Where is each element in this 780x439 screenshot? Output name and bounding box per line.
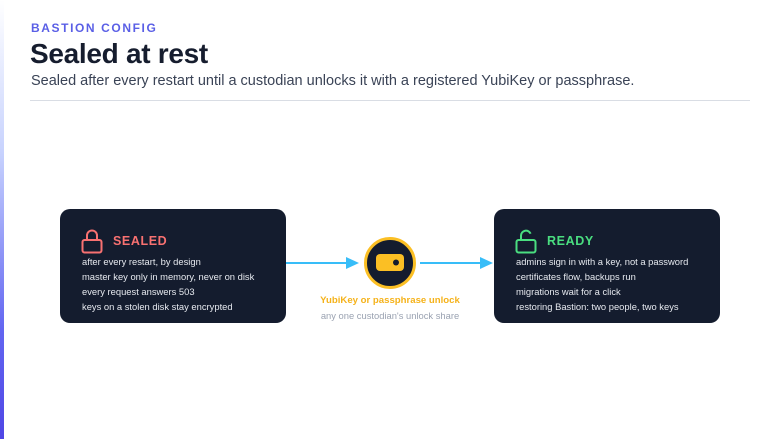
ready-detail-line: certificates flow, backups run — [516, 271, 636, 282]
sealed-detail-line: after every restart, by design — [82, 256, 201, 267]
sealed-detail-line: every request answers 503 — [82, 286, 195, 297]
sealed-detail-list: after every restart, by design master ke… — [82, 254, 254, 314]
arrow-sealed-to-unlock — [286, 257, 359, 269]
ready-detail-line: restoring Bastion: two people, two keys — [516, 301, 679, 312]
unlock-sublabel: any one custodian's unlock share — [320, 310, 460, 321]
ready-detail-line: migrations wait for a click — [516, 286, 621, 297]
unlock-label: YubiKey or passphrase unlock — [320, 295, 460, 306]
page-subtitle: Sealed after every restart until a custo… — [31, 73, 635, 89]
ready-state-label: READY — [547, 234, 594, 248]
ready-state-card: READY admins sign in with a key, not a p… — [494, 209, 720, 323]
page-title: Sealed at rest — [30, 38, 208, 69]
lock-open-icon — [515, 229, 537, 254]
ready-detail-list: admins sign in with a key, not a passwor… — [516, 254, 688, 314]
unlock-key-badge — [364, 237, 416, 289]
ready-detail-line: admins sign in with a key, not a passwor… — [516, 256, 689, 267]
header-divider — [30, 100, 750, 101]
sealed-state-card: SEALED after every restart, by design ma… — [60, 209, 286, 323]
key-icon — [376, 254, 404, 271]
lock-closed-icon — [81, 229, 103, 254]
sealed-detail-line: keys on a stolen disk stay encrypted — [82, 301, 233, 312]
accent-bar — [0, 0, 4, 439]
arrow-unlock-to-ready — [420, 257, 493, 269]
eyebrow-label: BASTION CONFIG — [31, 21, 158, 35]
sealed-detail-line: master key only in memory, never on disk — [82, 271, 255, 282]
sealed-state-label: SEALED — [113, 234, 168, 248]
